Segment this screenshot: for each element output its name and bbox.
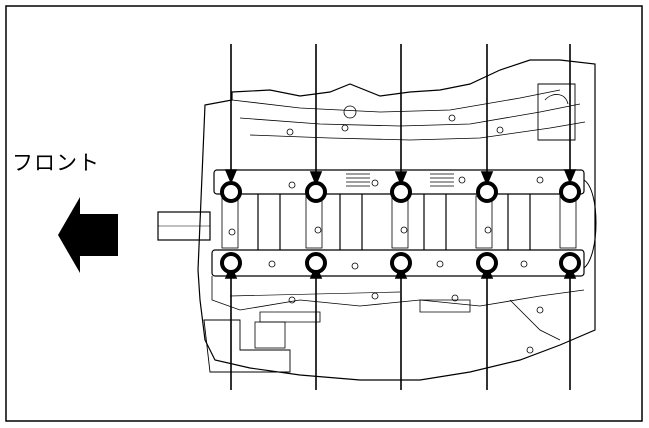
diagram-border xyxy=(5,5,643,422)
bolt-row-upper xyxy=(220,181,581,203)
bolt-icon xyxy=(305,181,327,203)
bolt-icon xyxy=(476,181,498,203)
front-arrow-icon xyxy=(58,197,118,273)
bolt-icon xyxy=(390,252,412,274)
bolt-icon xyxy=(220,181,242,203)
bolt-row-lower xyxy=(220,252,581,274)
engine-block-illustration xyxy=(157,59,597,381)
bolt-icon xyxy=(305,252,327,274)
bolt-icon xyxy=(559,252,581,274)
front-label: フロント xyxy=(12,151,100,175)
bolt-icon xyxy=(559,181,581,203)
bolt-icon xyxy=(390,181,412,203)
bolt-icon xyxy=(476,252,498,274)
bolt-indicator-arrows xyxy=(224,44,577,390)
bolt-icon xyxy=(220,252,242,274)
